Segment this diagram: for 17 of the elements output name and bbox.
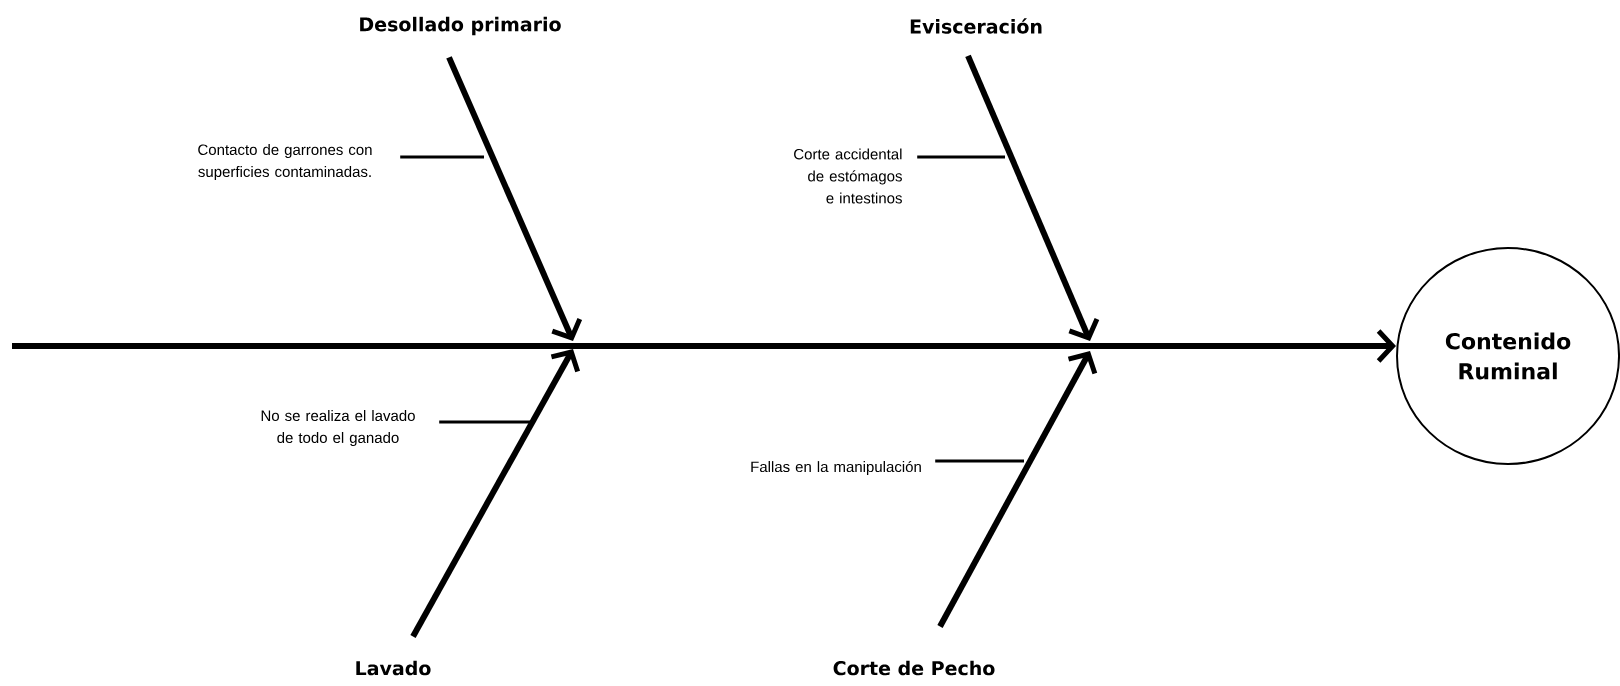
cause-label: Corte de Pecho	[833, 660, 995, 676]
connector-line	[935, 459, 1024, 463]
bone-arrow	[410, 349, 580, 638]
connector-line	[917, 155, 1005, 159]
bone-arrow	[965, 54, 1100, 341]
cause-note: No se realiza el lavado de todo el ganado	[261, 410, 415, 446]
bone-arrow	[937, 351, 1098, 628]
cause-label: Evisceración	[910, 18, 1042, 34]
connector-line	[439, 420, 531, 424]
cause-label: Lavado	[356, 660, 431, 676]
bone-arrow	[446, 56, 583, 341]
cause-note: Corte accidental de estómagos e intestinos	[794, 148, 902, 204]
cause-note: Fallas en la manipulación	[751, 460, 921, 476]
cause-note: Contacto de garrones con superficies contaminadas.	[198, 144, 372, 180]
cause-label: Desollado primario	[360, 16, 561, 36]
spine-arrow	[12, 329, 1396, 363]
connector-line	[400, 155, 484, 159]
